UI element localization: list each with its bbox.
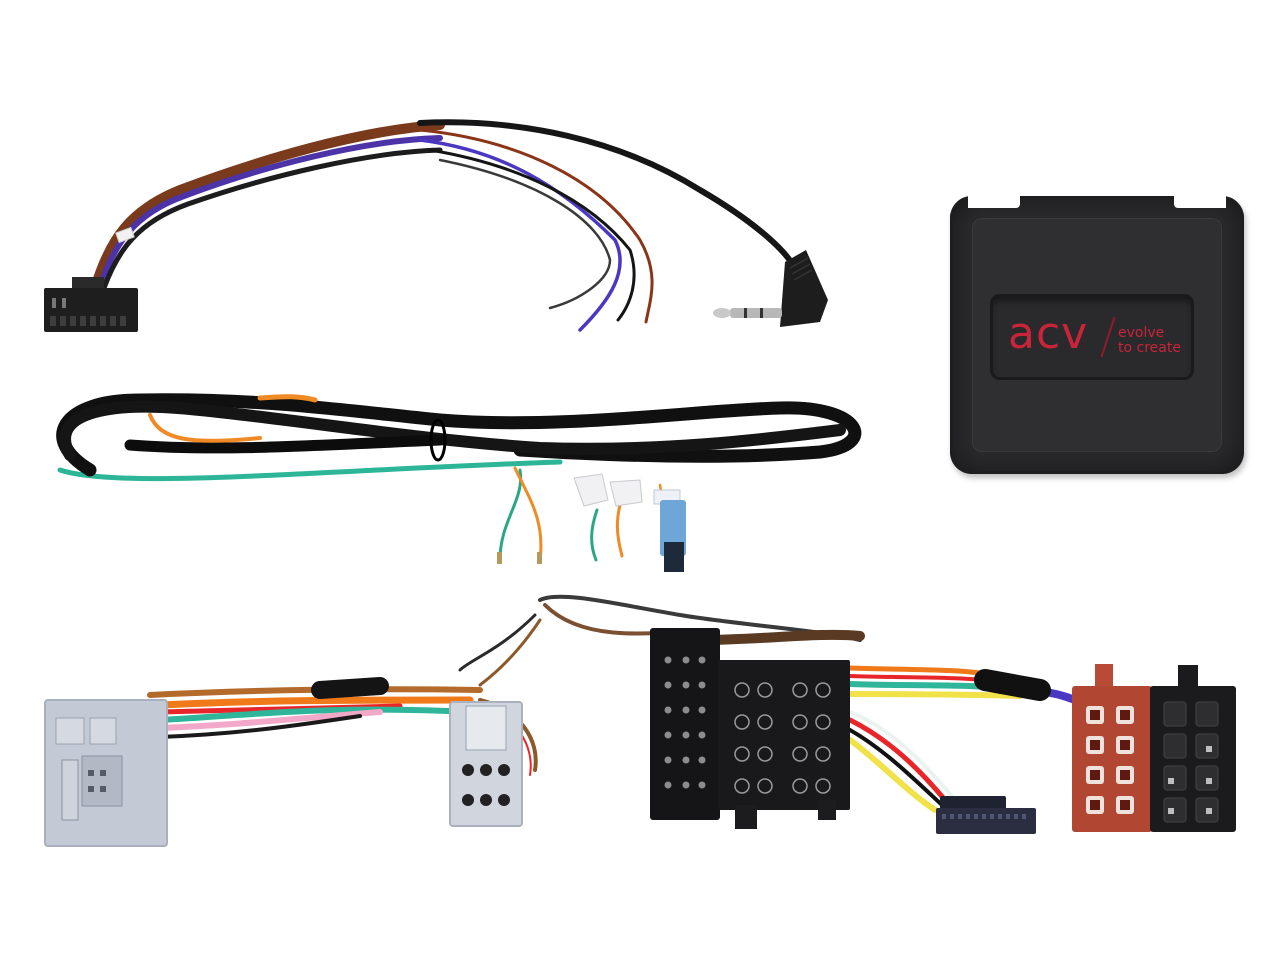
radio-connector-16pin	[44, 277, 138, 332]
harness-terminals	[497, 473, 686, 572]
brand-divider	[1100, 316, 1116, 358]
radio-lead	[91, 119, 798, 332]
module-notch-left	[968, 194, 1020, 208]
quadlock-connector	[650, 628, 850, 829]
iso-connector-red	[1072, 664, 1152, 832]
brand-tagline: evolve to create	[1118, 326, 1181, 356]
brand-label-plate: acv evolve to create	[990, 294, 1194, 380]
head-unit-connector-small	[936, 796, 1036, 834]
tagline-line-1: evolve	[1118, 325, 1165, 341]
tagline-line-2: to create	[1118, 340, 1181, 356]
vehicle-connector-small	[449, 701, 523, 827]
audio-jack-3.5mm	[713, 250, 828, 327]
iso-connector-black	[1150, 665, 1236, 832]
quadlock-loom	[695, 629, 1079, 813]
interface-module: acv evolve to create	[950, 194, 1244, 474]
vehicle-connector-large	[44, 699, 168, 847]
brand-logo: acv	[1008, 308, 1089, 359]
braided-harness	[56, 393, 862, 564]
module-notch-right	[1174, 194, 1226, 208]
